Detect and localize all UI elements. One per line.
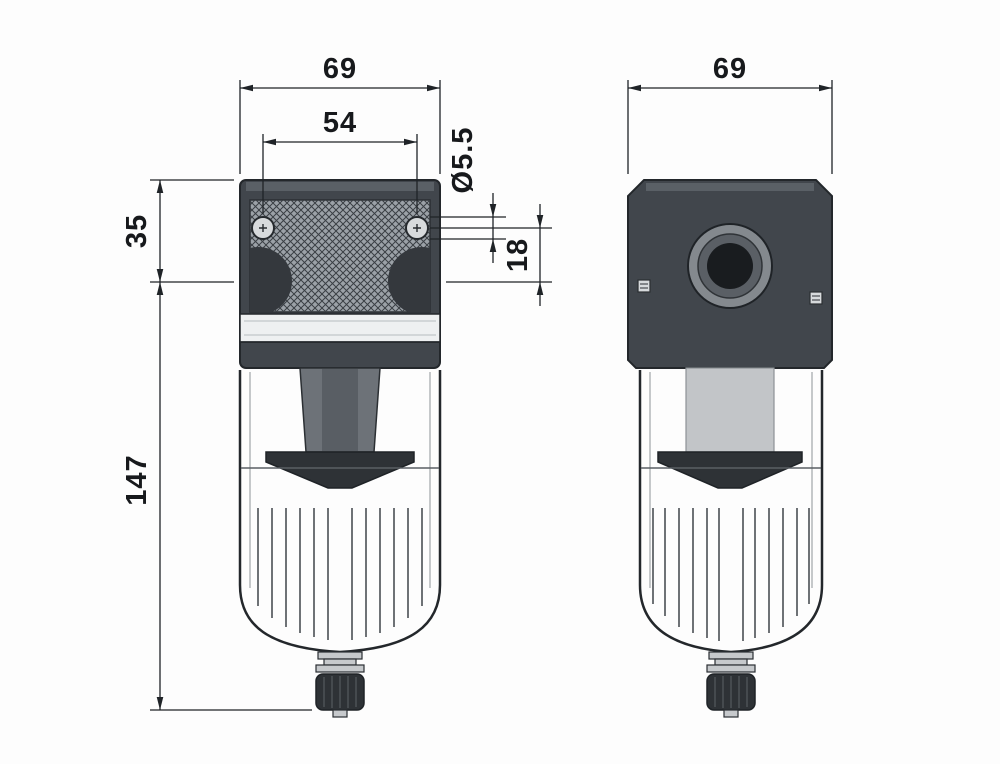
port-boss-left	[250, 247, 292, 312]
deflector-cone	[265, 451, 415, 489]
screw-hole-left	[251, 216, 275, 240]
drain-knurls-front	[714, 676, 748, 708]
drain-knurls	[323, 676, 357, 708]
inlet-port	[687, 223, 773, 309]
sight-band	[239, 313, 441, 343]
dim-label-head-height: 35	[121, 214, 153, 248]
dim-label-hole-spacing: 54	[323, 107, 357, 139]
dim-overall-width-front	[627, 80, 833, 174]
filter-bowl-side	[238, 370, 442, 654]
port-boss-right	[388, 247, 430, 312]
dim-overall-width-side	[239, 80, 441, 174]
head-top-highlight	[246, 182, 434, 191]
dim-hole-diameter	[430, 193, 506, 263]
bowl-ribs	[257, 508, 423, 640]
element-stem-core	[322, 369, 358, 451]
port-bosses	[250, 247, 430, 312]
dim-hole-spacing	[262, 134, 418, 214]
drain-assembly-front	[706, 651, 756, 718]
deflector-cone-front	[657, 451, 803, 489]
filter-head-side	[239, 179, 441, 369]
dim-body-height	[150, 282, 312, 711]
filter-cartridge	[685, 367, 775, 453]
dim-label-hole-diameter: Ø5.5	[447, 127, 479, 194]
front-view: 69	[627, 53, 833, 718]
side-view: 69 54 Ø5.5 18	[121, 53, 552, 718]
drain-nipple	[332, 709, 348, 718]
bowl-ribs-front	[652, 508, 810, 641]
drain-assembly-side	[315, 651, 365, 718]
screw-hole-right	[405, 216, 429, 240]
dim-head-height	[150, 179, 234, 283]
dim-label-hole-to-port: 18	[502, 238, 534, 272]
dim-label-overall-width-side: 69	[323, 53, 357, 85]
dim-label-overall-width-front: 69	[713, 53, 747, 85]
dim-label-body-height: 147	[121, 454, 153, 505]
filter-head-front	[627, 179, 833, 369]
head-top-highlight-front	[646, 183, 814, 191]
drain-nipple-front	[723, 709, 739, 718]
dim-hole-to-port	[430, 204, 552, 306]
mount-mark-left	[637, 279, 651, 293]
mount-mark-right	[809, 291, 823, 305]
